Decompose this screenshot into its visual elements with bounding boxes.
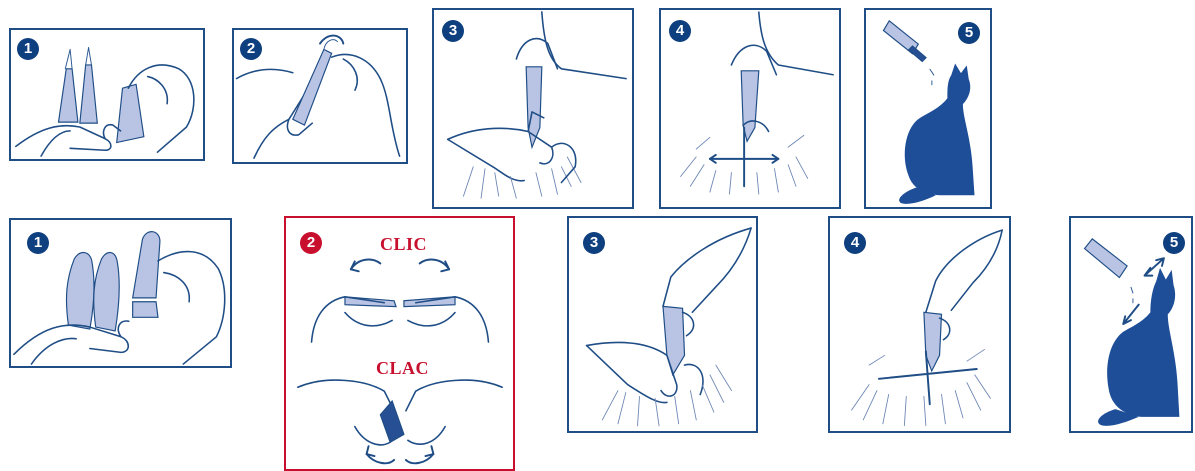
top-step-5-panel: 5 [864, 8, 992, 209]
bottom-step-1-panel: 1 [9, 218, 232, 368]
top-step-1-panel: 1 [9, 28, 205, 161]
step-number-badge: 5 [1163, 232, 1185, 254]
step-number-badge: 1 [27, 232, 49, 254]
bottom-step-5-panel: 5 [1069, 216, 1193, 433]
clac-label: CLAC [376, 358, 429, 379]
hands-opening-pipette-icon [286, 218, 513, 469]
top-step-3-panel: 3 [432, 8, 634, 209]
pipette-applied-to-skin-icon [661, 10, 839, 207]
step-number-badge: 5 [958, 22, 980, 44]
top-step-4-panel: 4 [659, 8, 841, 209]
clic-label: CLIC [380, 234, 427, 255]
step-number-badge: 4 [669, 20, 691, 42]
hands-holding-pipettes-icon [11, 30, 203, 159]
step-number-badge: 3 [583, 232, 605, 254]
step-number-badge: 2 [300, 232, 322, 254]
step-number-badge: 3 [442, 20, 464, 42]
top-step-2-panel: 2 [232, 28, 408, 164]
step-number-badge: 1 [17, 38, 39, 60]
bottom-step-4-panel: 4 [828, 216, 1011, 433]
bottom-step-3-panel: 3 [567, 216, 758, 433]
bottom-step-2-panel: 2 CLIC CLAC [284, 216, 515, 471]
step-number-badge: 4 [844, 232, 866, 254]
hand-parting-fur-icon [434, 10, 632, 207]
step-number-badge: 2 [240, 38, 262, 60]
